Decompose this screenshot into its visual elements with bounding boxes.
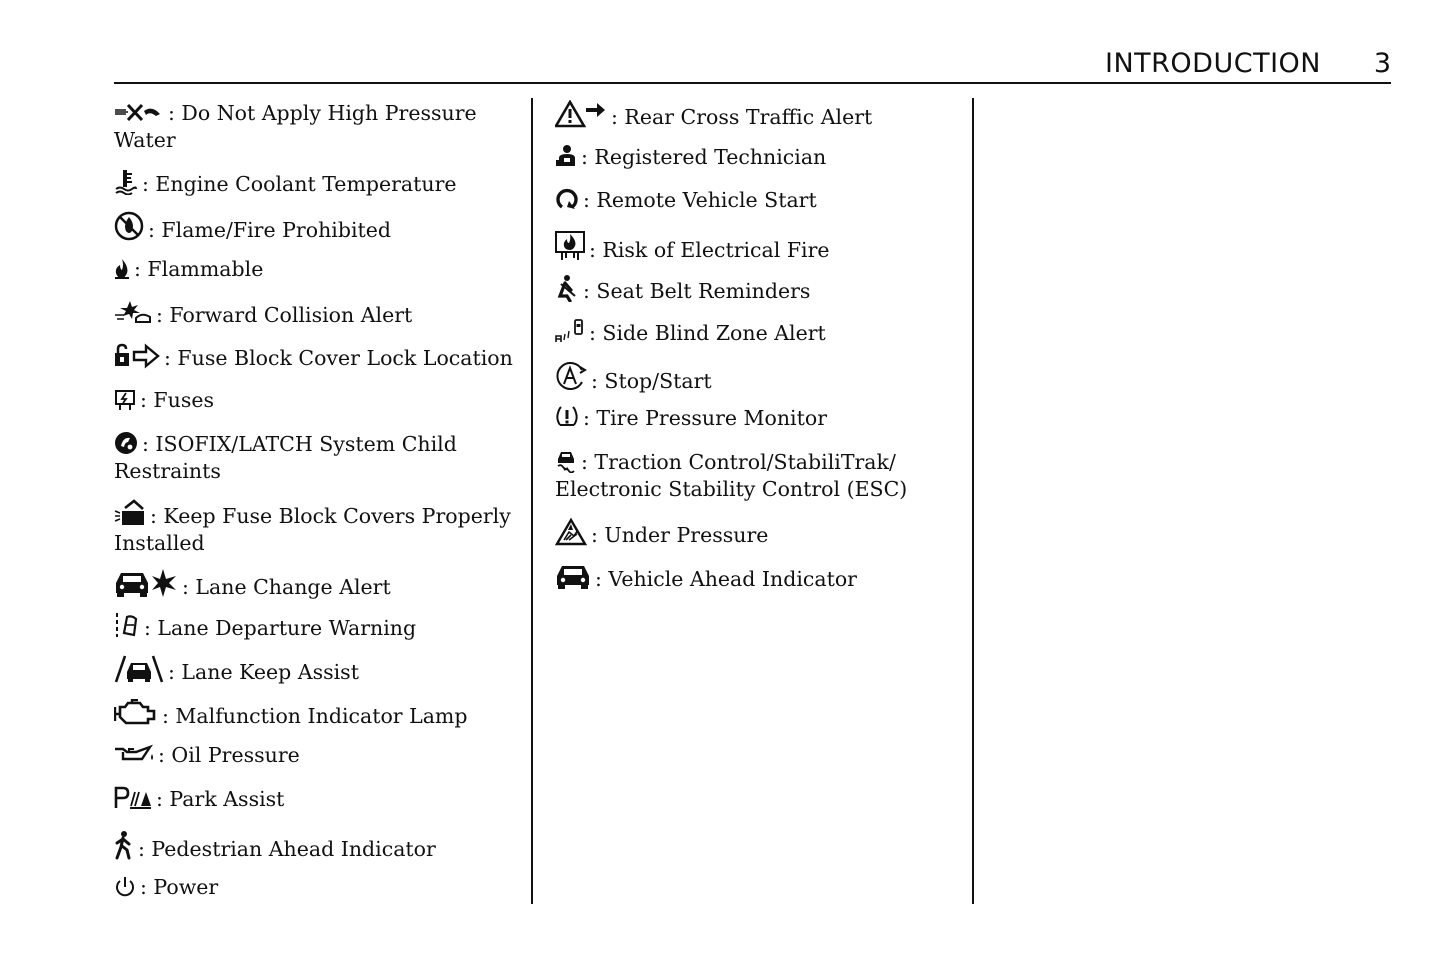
entry-label: : Stop/Start — [591, 369, 712, 393]
remote-start-icon — [555, 187, 579, 211]
entry-label: : Flame/Fire Prohibited — [148, 218, 391, 242]
tire-pressure-icon — [555, 405, 579, 429]
electrical-fire-icon — [555, 231, 585, 261]
high-pressure-water-icon — [114, 102, 164, 124]
column-divider-right — [972, 98, 974, 904]
entry-label: : Risk of Electrical Fire — [589, 238, 830, 262]
symbol-entry: : Rear Cross Traffic Alert — [555, 100, 955, 131]
symbol-entry: : Traction Control/StabiliTrak/ Electron… — [555, 449, 955, 503]
symbol-entry: : Flame/Fire Prohibited — [114, 211, 514, 244]
park-assist-icon — [114, 786, 152, 810]
entry-label: : Lane Change Alert — [182, 575, 391, 599]
symbol-entry: : Under Pressure — [555, 518, 955, 549]
entry-label: : Park Assist — [156, 787, 285, 811]
oil-pressure-icon — [114, 744, 154, 766]
isofix-icon — [114, 431, 138, 455]
technician-icon — [555, 144, 577, 168]
symbol-entry: : Forward Collision Alert — [114, 300, 514, 329]
entry-label: : Keep Fuse Block Covers Properly — [150, 504, 511, 528]
under-pressure-icon — [555, 518, 587, 546]
stop-start-icon — [555, 362, 587, 392]
flammable-icon — [114, 258, 130, 280]
entry-label: : Rear Cross Traffic Alert — [611, 105, 873, 129]
power-icon — [114, 876, 136, 898]
entry-label: : Side Blind Zone Alert — [589, 321, 826, 345]
entry-label: : Pedestrian Ahead Indicator — [138, 837, 436, 861]
rear-cross-traffic-icon — [555, 100, 607, 128]
symbol-entry: : Keep Fuse Block Covers Properly Instal… — [114, 499, 514, 557]
entry-label: : Under Pressure — [591, 523, 769, 547]
entry-label: : Traction Control/StabiliTrak/ — [581, 450, 896, 474]
coolant-temperature-icon — [114, 169, 138, 195]
symbol-entry: : Fuses — [114, 387, 514, 414]
symbol-entry: : Stop/Start — [555, 362, 955, 395]
entry-label: : Registered Technician — [581, 145, 827, 169]
entry-label: : Lane Keep Assist — [168, 660, 359, 684]
entry-label: : Seat Belt Reminders — [583, 279, 811, 303]
symbol-entry: : Remote Vehicle Start — [555, 187, 955, 214]
symbol-entry: : Malfunction Indicator Lamp — [114, 699, 514, 730]
symbol-entry: : Tire Pressure Monitor — [555, 405, 955, 432]
entry-label: : Forward Collision Alert — [156, 303, 413, 327]
entry-label: : Engine Coolant Temperature — [142, 172, 457, 196]
entry-label: : Do Not Apply High Pressure — [168, 101, 477, 125]
seat-belt-icon — [555, 274, 579, 302]
entry-label: : Oil Pressure — [158, 743, 300, 767]
symbol-entry: : Vehicle Ahead Indicator — [555, 562, 955, 593]
entry-label-continued: Electronic Stability Control (ESC) — [555, 477, 908, 501]
symbol-entry: : Side Blind Zone Alert — [555, 318, 955, 347]
entry-label: : Tire Pressure Monitor — [583, 406, 827, 430]
side-blind-zone-icon — [555, 318, 585, 344]
symbol-entry: : Engine Coolant Temperature — [114, 169, 514, 198]
entry-label: : Remote Vehicle Start — [583, 188, 817, 212]
entry-label: : Vehicle Ahead Indicator — [595, 567, 857, 591]
symbol-entry: : Risk of Electrical Fire — [555, 231, 955, 264]
symbol-entry: : Lane Change Alert — [114, 568, 514, 601]
symbol-entry: : Registered Technician — [555, 144, 955, 171]
entry-label: : Lane Departure Warning — [144, 616, 417, 640]
entry-label: : Fuses — [140, 388, 215, 412]
symbol-entry: : Do Not Apply High Pressure Water — [114, 100, 514, 154]
symbol-entry: : Park Assist — [114, 786, 514, 813]
page-number: 3 — [1373, 48, 1391, 79]
entry-label: : Flammable — [134, 257, 264, 281]
vehicle-ahead-icon — [555, 562, 591, 590]
symbol-entry: : Power — [114, 874, 514, 901]
column-divider-left — [531, 98, 533, 904]
entry-label: : Power — [140, 875, 219, 899]
symbol-entry: : Oil Pressure — [114, 742, 514, 769]
pedestrian-icon — [114, 830, 134, 860]
symbol-entry: : Flammable — [114, 256, 514, 283]
symbol-entry: : Lane Departure Warning — [114, 611, 514, 642]
fire-prohibited-icon — [114, 211, 144, 241]
symbol-entry: : Lane Keep Assist — [114, 655, 514, 686]
engine-icon — [114, 699, 158, 727]
lane-keep-icon — [114, 655, 164, 683]
section-title: INTRODUCTION — [1105, 48, 1321, 79]
fuses-icon — [114, 389, 136, 411]
symbol-entry: : ISOFIX/LATCH System Child Restraints — [114, 431, 514, 485]
page-header: INTRODUCTION 3 — [114, 46, 1391, 84]
traction-control-icon — [555, 449, 577, 473]
entry-label-continued: Installed — [114, 531, 205, 555]
symbol-entry: : Pedestrian Ahead Indicator — [114, 830, 514, 863]
symbol-entry: : Seat Belt Reminders — [555, 274, 955, 305]
entry-label-continued: Restraints — [114, 459, 221, 483]
entry-label: : ISOFIX/LATCH System Child — [142, 432, 457, 456]
symbol-entry: : Fuse Block Cover Lock Location — [114, 343, 514, 372]
entry-label: : Malfunction Indicator Lamp — [162, 704, 468, 728]
entry-label: : Fuse Block Cover Lock Location — [164, 346, 513, 370]
fuse-cover-lock-icon — [114, 343, 160, 369]
forward-collision-icon — [114, 300, 152, 326]
fuse-cover-installed-icon — [114, 499, 146, 527]
entry-label-continued: Water — [114, 128, 176, 152]
lane-change-icon — [114, 568, 178, 598]
lane-departure-icon — [114, 611, 140, 639]
